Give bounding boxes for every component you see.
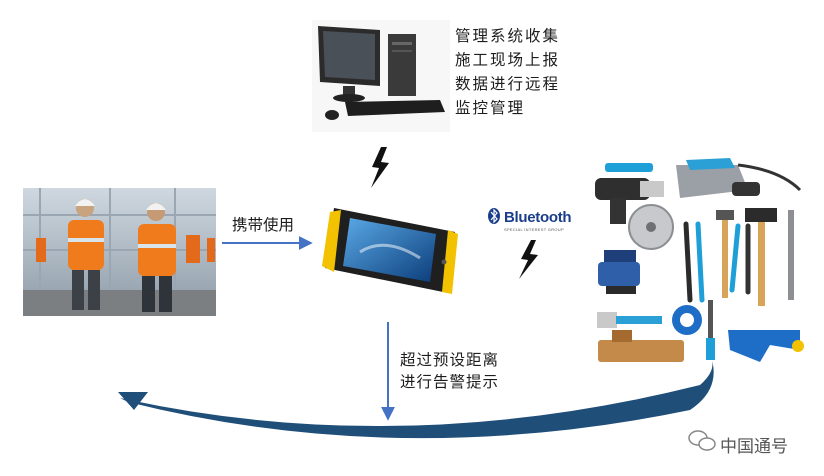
lightning-icon bbox=[371, 147, 389, 188]
description-line: 监控管理 bbox=[455, 99, 526, 117]
lightning-icon bbox=[519, 240, 538, 279]
workers-photo bbox=[23, 188, 216, 316]
bluetooth-name: Bluetooth bbox=[504, 209, 572, 226]
description-line: 施工现场上报 bbox=[455, 51, 561, 69]
alert-line: 超过预设距离 bbox=[400, 351, 500, 369]
wechat-icon bbox=[688, 430, 716, 451]
bluetooth-sub: SPECIAL INTEREST GROUP bbox=[504, 227, 564, 232]
tools-photo bbox=[595, 158, 804, 362]
carry-label: 携带使用 bbox=[232, 216, 295, 234]
feedback-curve bbox=[118, 360, 714, 439]
description-line: 管理系统收集 bbox=[455, 27, 561, 45]
alert-line: 进行告警提示 bbox=[400, 373, 500, 391]
system-description: 管理系统收集 施工现场上报 数据进行远程 监控管理 bbox=[455, 24, 560, 120]
bluetooth-icon bbox=[488, 208, 500, 224]
computer-icon bbox=[312, 20, 450, 132]
alert-description: 超过预设距离 进行告警提示 bbox=[400, 349, 499, 393]
watermark-label: 中国通号 bbox=[720, 437, 788, 457]
rugged-phone-icon bbox=[322, 208, 458, 294]
description-line: 数据进行远程 bbox=[455, 75, 561, 93]
